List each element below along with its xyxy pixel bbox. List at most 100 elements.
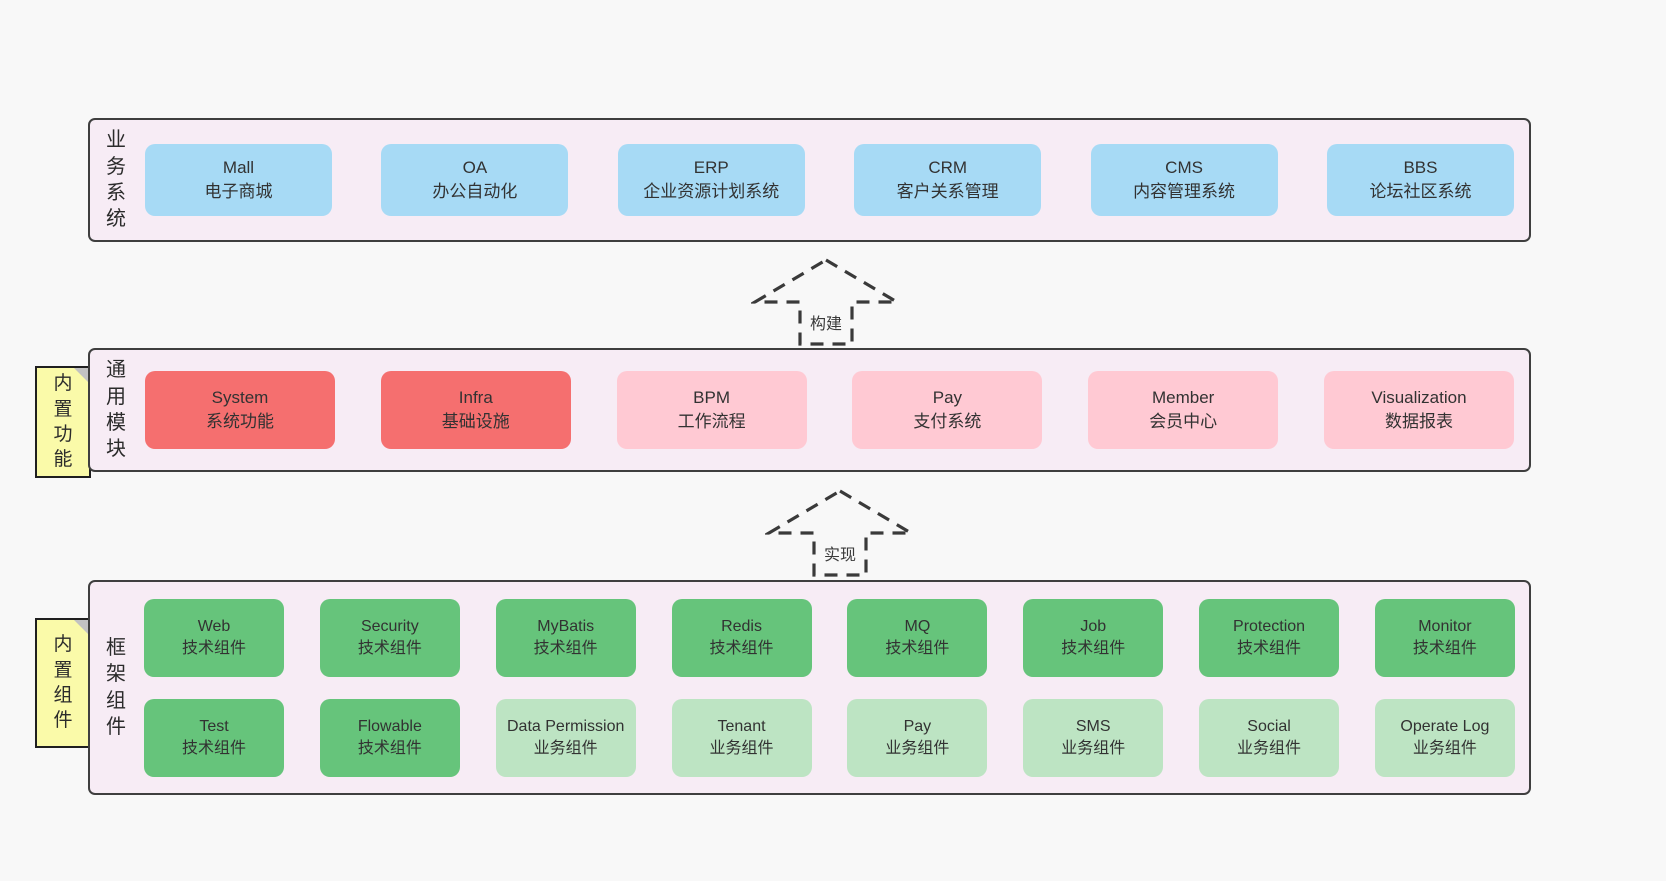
box-desc-label: 系统功能	[206, 412, 274, 431]
box-name-label: CMS	[1165, 157, 1203, 177]
arrow-implement-label: 实现	[821, 547, 858, 564]
box-name-label: SMS	[1075, 717, 1111, 735]
box-desc-label: 技术组件	[357, 739, 422, 757]
box-desc-label: 业务组件	[1061, 739, 1126, 757]
box-name-label: MQ	[904, 617, 931, 635]
box-desc-label: 基础设施	[441, 412, 510, 431]
box-name-label: BBS	[1403, 157, 1438, 177]
box-name-label: ERP	[693, 157, 729, 177]
box-desc-label: 技术组件	[181, 739, 246, 757]
box-pay-module: Pay 支付系统	[852, 371, 1043, 449]
box-desc-label: 技术组件	[1412, 639, 1477, 657]
sticky-label: 内置功能	[53, 373, 73, 471]
box-infra: Infra 基础设施	[380, 371, 571, 449]
box-desc-label: 技术组件	[181, 639, 246, 657]
box-desc-label: 业务组件	[1412, 739, 1477, 757]
box-desc-label: 技术组件	[885, 639, 950, 657]
box-desc-label: 技术组件	[709, 639, 774, 657]
box-name-label: Web	[197, 617, 231, 635]
box-desc-label: 客户关系管理	[896, 182, 999, 201]
box-desc-label: 技术组件	[357, 639, 422, 657]
box-name-label: Pay	[903, 717, 932, 735]
box-name-label: Infra	[458, 387, 493, 407]
box-job: Job 技术组件	[1023, 598, 1164, 677]
box-desc-label: 论坛社区系统	[1369, 182, 1472, 201]
box-oa: OA 办公自动化	[381, 144, 569, 216]
box-cms: CMS 内容管理系统	[1090, 144, 1278, 216]
band-common-modules: 通用模块 System 系统功能 Infra 基础设施 BPM 工作流程 Pay…	[88, 348, 1531, 472]
box-desc-label: 业务组件	[709, 739, 774, 757]
box-tenant: Tenant 业务组件	[671, 698, 812, 777]
box-web: Web 技术组件	[144, 598, 284, 677]
box-desc-label: 数据报表	[1384, 412, 1453, 431]
box-desc-label: 企业资源计划系统	[643, 182, 780, 201]
box-name-label: CRM	[928, 157, 968, 177]
box-security: Security 技术组件	[319, 598, 460, 677]
box-desc-label: 内容管理系统	[1133, 182, 1236, 201]
box-flowable: Flowable 技术组件	[319, 698, 460, 777]
box-desc-label: 技术组件	[1061, 639, 1126, 657]
box-name-label: MyBatis	[537, 617, 595, 635]
framework-components-row-1: Web 技术组件 Security 技术组件 MyBatis 技术组件 Redi…	[144, 598, 1515, 677]
box-bbs: BBS 论坛社区系统	[1326, 144, 1514, 216]
box-erp: ERP 企业资源计划系统	[617, 144, 805, 216]
box-desc-label: 业务组件	[1237, 739, 1302, 757]
dashed-up-arrow-icon	[751, 258, 901, 346]
box-desc-label: 技术组件	[1237, 639, 1302, 657]
box-desc-label: 会员中心	[1149, 412, 1218, 431]
box-visualization: Visualization 数据报表	[1323, 371, 1514, 449]
box-operate-log: Operate Log 业务组件	[1374, 698, 1515, 777]
box-test: Test 技术组件	[144, 698, 284, 777]
dashed-up-arrow-icon	[765, 489, 915, 577]
box-desc-label: 业务组件	[533, 739, 598, 757]
band-label-business-systems: 业务系统	[106, 129, 126, 231]
common-modules-row: System 系统功能 Infra 基础设施 BPM 工作流程 Pay 支付系统…	[129, 350, 1529, 470]
box-name-label: Security	[360, 617, 419, 635]
sticky-label: 内置组件	[53, 634, 73, 732]
box-mybatis: MyBatis 技术组件	[495, 598, 636, 677]
box-sms: SMS 业务组件	[1023, 698, 1164, 777]
box-member: Member 会员中心	[1088, 371, 1279, 449]
box-name-label: Member	[1152, 387, 1215, 407]
sticky-note-built-in-features: 内置功能	[35, 366, 91, 478]
box-name-label: System	[211, 387, 269, 407]
box-name-label: Pay	[932, 387, 963, 407]
arrow-implement: 实现	[765, 487, 915, 579]
box-pay-component: Pay 业务组件	[847, 698, 988, 777]
box-desc-label: 工作流程	[677, 412, 746, 431]
band-business-systems: 业务系统 Mall 电子商城 OA 办公自动化 ERP 企业资源计划系统 CRM…	[88, 118, 1531, 242]
box-name-label: Social	[1247, 717, 1291, 735]
band-label-common-modules: 通用模块	[106, 359, 126, 461]
framework-components-row-2: Test 技术组件 Flowable 技术组件 Data Permission …	[144, 698, 1515, 777]
framework-components-grid: Web 技术组件 Security 技术组件 MyBatis 技术组件 Redi…	[129, 582, 1529, 793]
box-name-label: Tenant	[717, 717, 766, 735]
box-name-label: OA	[462, 157, 488, 177]
box-desc-label: 办公自动化	[432, 182, 518, 201]
arrow-build-label: 构建	[807, 316, 844, 333]
band-label-framework-components: 框架组件	[106, 636, 126, 738]
box-name-label: Monitor	[1418, 617, 1472, 635]
box-name-label: Visualization	[1371, 387, 1467, 407]
box-name-label: Mall	[222, 157, 255, 177]
box-name-label: Flowable	[357, 717, 422, 735]
box-desc-label: 技术组件	[533, 639, 598, 657]
box-name-label: Redis	[721, 617, 762, 635]
box-data-permission: Data Permission 业务组件	[495, 698, 636, 777]
box-mall: Mall 电子商城	[145, 144, 332, 216]
box-desc-label: 支付系统	[913, 412, 982, 431]
box-desc-label: 业务组件	[885, 739, 950, 757]
box-name-label: Data Permission	[507, 717, 625, 735]
box-name-label: Protection	[1233, 617, 1306, 635]
box-name-label: Job	[1080, 617, 1107, 635]
box-bpm: BPM 工作流程	[616, 371, 807, 449]
box-redis: Redis 技术组件	[671, 598, 812, 677]
band-framework-components: 框架组件 Web 技术组件 Security 技术组件 MyBatis 技术组件…	[88, 580, 1531, 795]
box-name-label: Operate Log	[1400, 717, 1490, 735]
box-crm: CRM 客户关系管理	[854, 144, 1042, 216]
box-mq: MQ 技术组件	[847, 598, 988, 677]
sticky-note-built-in-components: 内置组件	[35, 618, 91, 748]
box-name-label: Test	[199, 717, 229, 735]
box-social: Social 业务组件	[1199, 698, 1340, 777]
box-system: System 系统功能	[145, 371, 335, 449]
